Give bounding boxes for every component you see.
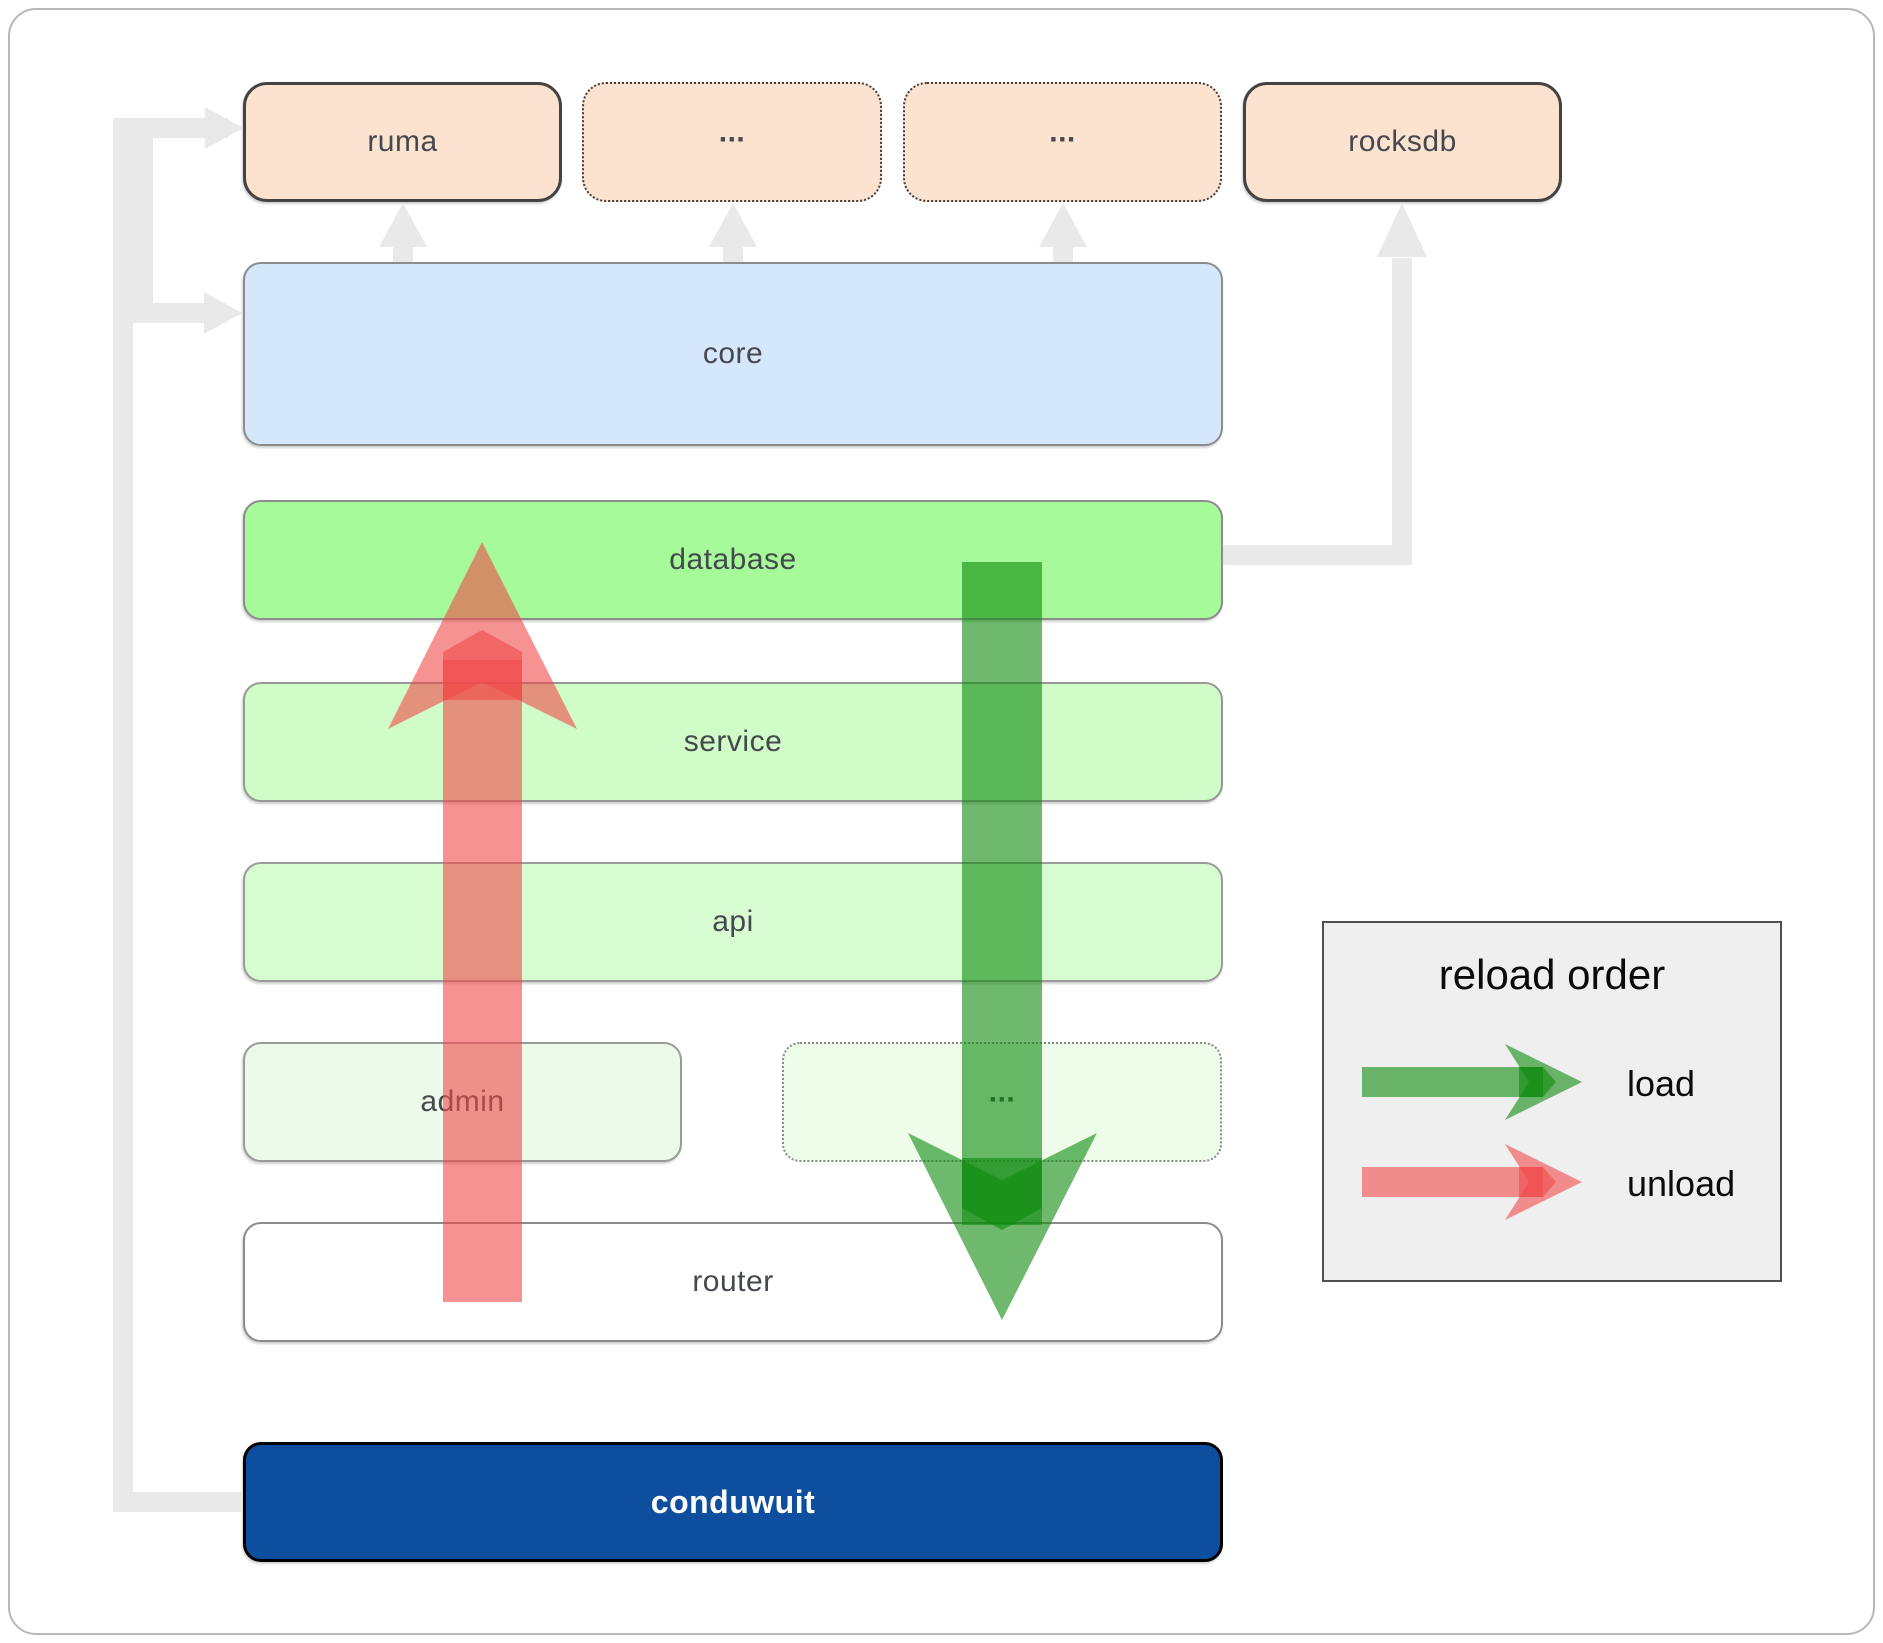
connector-core-ellipsis-2 [1039, 203, 1087, 262]
node-router-label: router [692, 1265, 774, 1298]
node-conduwuit: conduwuit [243, 1442, 1223, 1562]
connector-arrowhead-core [204, 292, 242, 334]
node-conduwuit-label: conduwuit [650, 1483, 816, 1520]
node-ellipsis-top-1-label: ... [718, 115, 746, 149]
node-api: api [243, 862, 1223, 982]
node-rocksdb: rocksdb [1243, 82, 1562, 202]
node-ellipsis-top-1: ... [582, 82, 882, 202]
node-core-label: core [702, 337, 764, 370]
connector-conduwuit-ruma [113, 107, 243, 1512]
legend-load-label: load [1627, 1063, 1696, 1104]
node-ruma: ruma [243, 82, 562, 202]
outer-frame [8, 8, 1875, 1635]
connector-core-ellipsis-1 [709, 203, 757, 262]
node-core: core [243, 262, 1223, 446]
node-database: database [243, 500, 1223, 620]
node-rocksdb-label: rocksdb [1348, 125, 1457, 158]
legend-title: reload order [1438, 951, 1666, 998]
node-service-label: service [683, 725, 783, 758]
node-service: service [243, 682, 1223, 802]
node-ellipsis-top-2-label: ... [1049, 115, 1076, 149]
connector-conduwuit-core [133, 122, 242, 334]
node-ruma-label: ruma [367, 125, 438, 158]
node-database-label: database [669, 543, 797, 576]
node-api-label: api [712, 905, 754, 938]
node-admin-label: admin [420, 1085, 505, 1118]
legend-box: reload order load unload [1322, 921, 1782, 1282]
node-ellipsis-admin: ... [782, 1042, 1222, 1162]
connector-core-ruma [379, 203, 427, 262]
node-admin: admin [243, 1042, 682, 1162]
connector-arrowhead-rocksdb [1377, 203, 1427, 257]
node-router: router [243, 1222, 1223, 1342]
legend-unload-label: unload [1627, 1163, 1736, 1204]
connector-database-rocksdb [1223, 203, 1427, 565]
node-ellipsis-top-2: ... [903, 82, 1222, 202]
node-ellipsis-admin-label: ... [988, 1075, 1016, 1109]
connector-arrowhead-ruma [205, 107, 243, 149]
